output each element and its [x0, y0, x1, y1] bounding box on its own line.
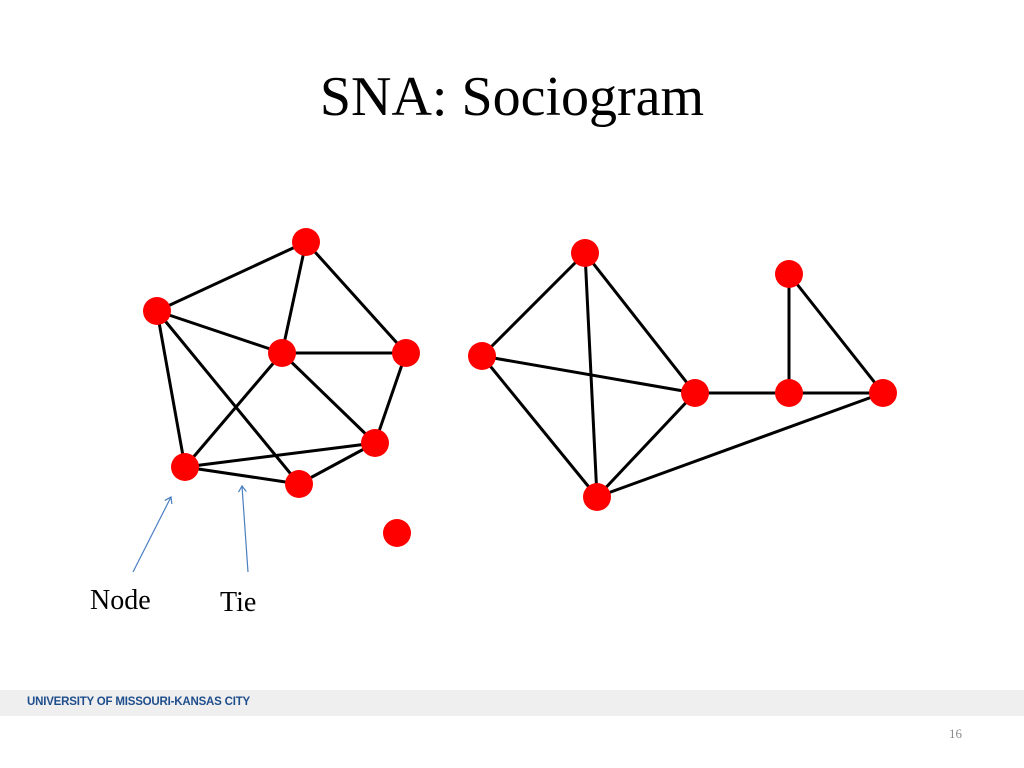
node-n12: [775, 260, 803, 288]
tie-n5-n6: [183, 441, 377, 469]
tie-n3-n6: [183, 351, 284, 469]
tie-n2-n3: [280, 240, 308, 355]
node-n15: [383, 519, 411, 547]
tie-n5-n7: [297, 441, 377, 486]
page-number: 16: [949, 726, 962, 741]
node-n4: [392, 339, 420, 367]
tie-n1-n2: [155, 240, 308, 313]
tie-n10-n11: [595, 391, 697, 499]
node-n10: [681, 379, 709, 407]
tie-annotation-arrow: [242, 486, 249, 573]
node-n1: [143, 297, 171, 325]
node-n14: [869, 379, 897, 407]
tie-n11-n14: [595, 391, 885, 499]
node-annotation-arrow: [132, 497, 171, 573]
tie-n9-n11: [583, 251, 599, 499]
tie-n8-n10: [480, 354, 697, 395]
tie-n3-n5: [280, 351, 377, 445]
tie-n4-n5: [373, 351, 408, 445]
node-n5: [361, 429, 389, 457]
node-n6: [171, 453, 199, 481]
node-n8: [468, 342, 496, 370]
tie-n8-n11: [480, 354, 599, 499]
tie-label: Tie: [220, 587, 256, 618]
tie-n2-n4: [304, 240, 408, 355]
edge-layer: [155, 240, 885, 499]
node-n2: [292, 228, 320, 256]
university-logo: UNIVERSITY OF MISSOURI-KANSAS CITY: [27, 696, 251, 708]
tie-n9-n10: [583, 251, 697, 395]
node-layer: [143, 228, 897, 547]
node-n3: [268, 339, 296, 367]
tie-n1-n3: [155, 309, 284, 355]
tie-n8-n9: [480, 251, 587, 358]
footer-band: UNIVERSITY OF MISSOURI-KANSAS CITY: [0, 690, 1024, 716]
node-n9: [571, 239, 599, 267]
slide-title: SNA: Sociogram: [319, 66, 705, 128]
node-label: Node: [90, 585, 151, 616]
tie-n12-n14: [787, 272, 885, 395]
node-n7: [285, 470, 313, 498]
node-n13: [775, 379, 803, 407]
tie-n1-n6: [155, 309, 187, 469]
node-n11: [583, 483, 611, 511]
tie-n6-n7: [183, 465, 301, 486]
